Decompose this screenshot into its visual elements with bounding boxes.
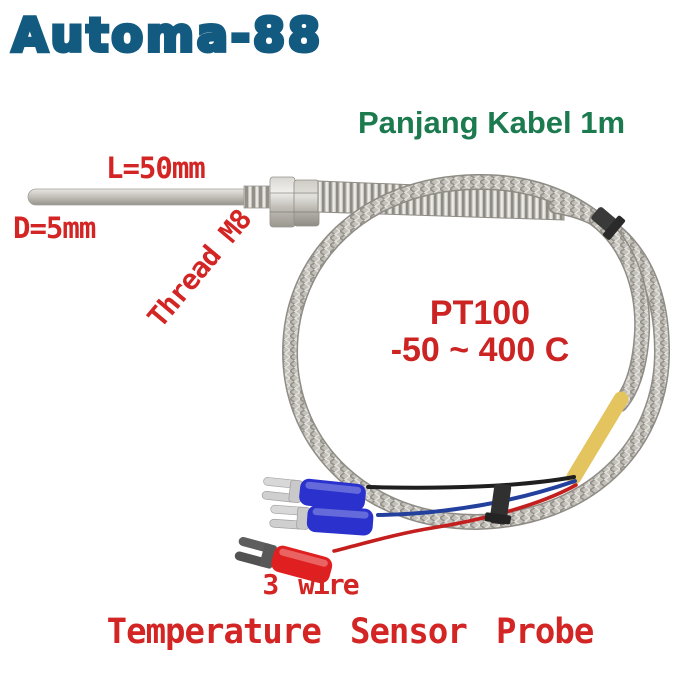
wire-black [366,475,576,490]
fork-terminal-red [234,537,333,584]
fork-terminal-blue-1 [261,477,366,511]
cable-length-label: Panjang Kabel 1m [358,105,626,140]
sensor-spec-block: PT100 -50 ~ 400 C [380,295,580,369]
fork-terminal-blue-2 [269,504,374,536]
product-title: Temperature Sensor Probe [106,612,595,652]
sensor-type-label: PT100 [429,294,531,332]
heat-shrink-sleeve [566,391,629,485]
wire-red [332,483,578,553]
wire-count-label: 3 wire [262,568,359,601]
probe-thread-m8 [243,185,273,209]
wire-blue [376,479,577,517]
cable-tie-top [591,207,626,240]
probe-rod [27,188,251,206]
cable-tie-bottom [484,483,512,525]
probe-length-label: L=50mm [106,151,206,185]
hex-nut [269,176,320,228]
temperature-range-label: -50 ~ 400 C [390,331,570,369]
probe-diameter-label: D=5mm [13,211,96,245]
brand-logo: Automa-88 [10,6,324,64]
